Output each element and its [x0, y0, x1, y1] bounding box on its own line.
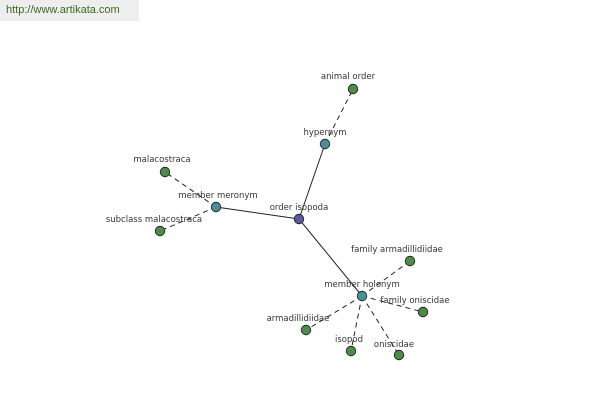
node-malacostraca[interactable] — [159, 166, 171, 178]
label-member-holonym: member holonym — [324, 280, 399, 290]
graph-labels: order isopoda hypernym member meronym membe… — [106, 72, 450, 350]
label-oniscidae: oniscidae — [374, 340, 414, 350]
node-oniscidae[interactable] — [393, 349, 405, 361]
edge-member-meronym-to-malacostraca — [164, 171, 217, 208]
edge-order-isopoda-to-member-meronym — [215, 206, 300, 220]
edge-member-holonym-to-family-armadillidiidae — [361, 260, 411, 297]
node-armadillidiidae[interactable] — [300, 324, 312, 336]
edge-order-isopoda-to-member-holonym — [298, 218, 363, 297]
node-member-meronym[interactable] — [210, 201, 222, 213]
label-animal-order: animal order — [321, 72, 376, 82]
edge-member-meronym-to-subclass-malacostraca — [159, 206, 217, 232]
node-family-armadillidiidae[interactable] — [404, 255, 416, 267]
node-isopod[interactable] — [345, 345, 357, 357]
node-family-oniscidae[interactable] — [417, 306, 429, 318]
label-order-isopoda: order isopoda — [270, 203, 329, 213]
node-member-holonym[interactable] — [356, 290, 368, 302]
graph-nodes — [154, 83, 429, 361]
label-family-armadillidiidae: family armadillidiidae — [351, 245, 443, 255]
edge-member-holonym-to-oniscidae — [361, 295, 400, 356]
label-subclass-malacostraca: subclass malacostraca — [106, 215, 202, 225]
node-order-isopoda[interactable] — [293, 213, 305, 225]
label-malacostraca: malacostraca — [133, 155, 190, 165]
edge-order-isopoda-to-hypernym — [298, 143, 326, 220]
label-family-oniscidae: family oniscidae — [380, 296, 449, 306]
watermark-bar: http://www.artikata.com — [0, 0, 139, 21]
edge-member-holonym-to-isopod — [350, 295, 363, 352]
graph-edges — [159, 88, 424, 356]
label-hypernym: hypernym — [303, 128, 346, 138]
label-armadillidiidae: armadillidiidae — [267, 314, 330, 324]
node-subclass-malacostraca[interactable] — [154, 225, 166, 237]
node-hypernym[interactable] — [319, 138, 331, 150]
edge-member-holonym-to-family-oniscidae — [361, 295, 424, 313]
label-isopod: isopod — [335, 335, 363, 345]
edge-hypernym-to-animal-order — [324, 88, 354, 145]
label-member-meronym: member meronym — [178, 191, 257, 201]
watermark-link[interactable]: http://www.artikata.com — [6, 4, 120, 16]
node-animal-order[interactable] — [347, 83, 359, 95]
edge-member-holonym-to-armadillidiidae — [305, 295, 363, 331]
